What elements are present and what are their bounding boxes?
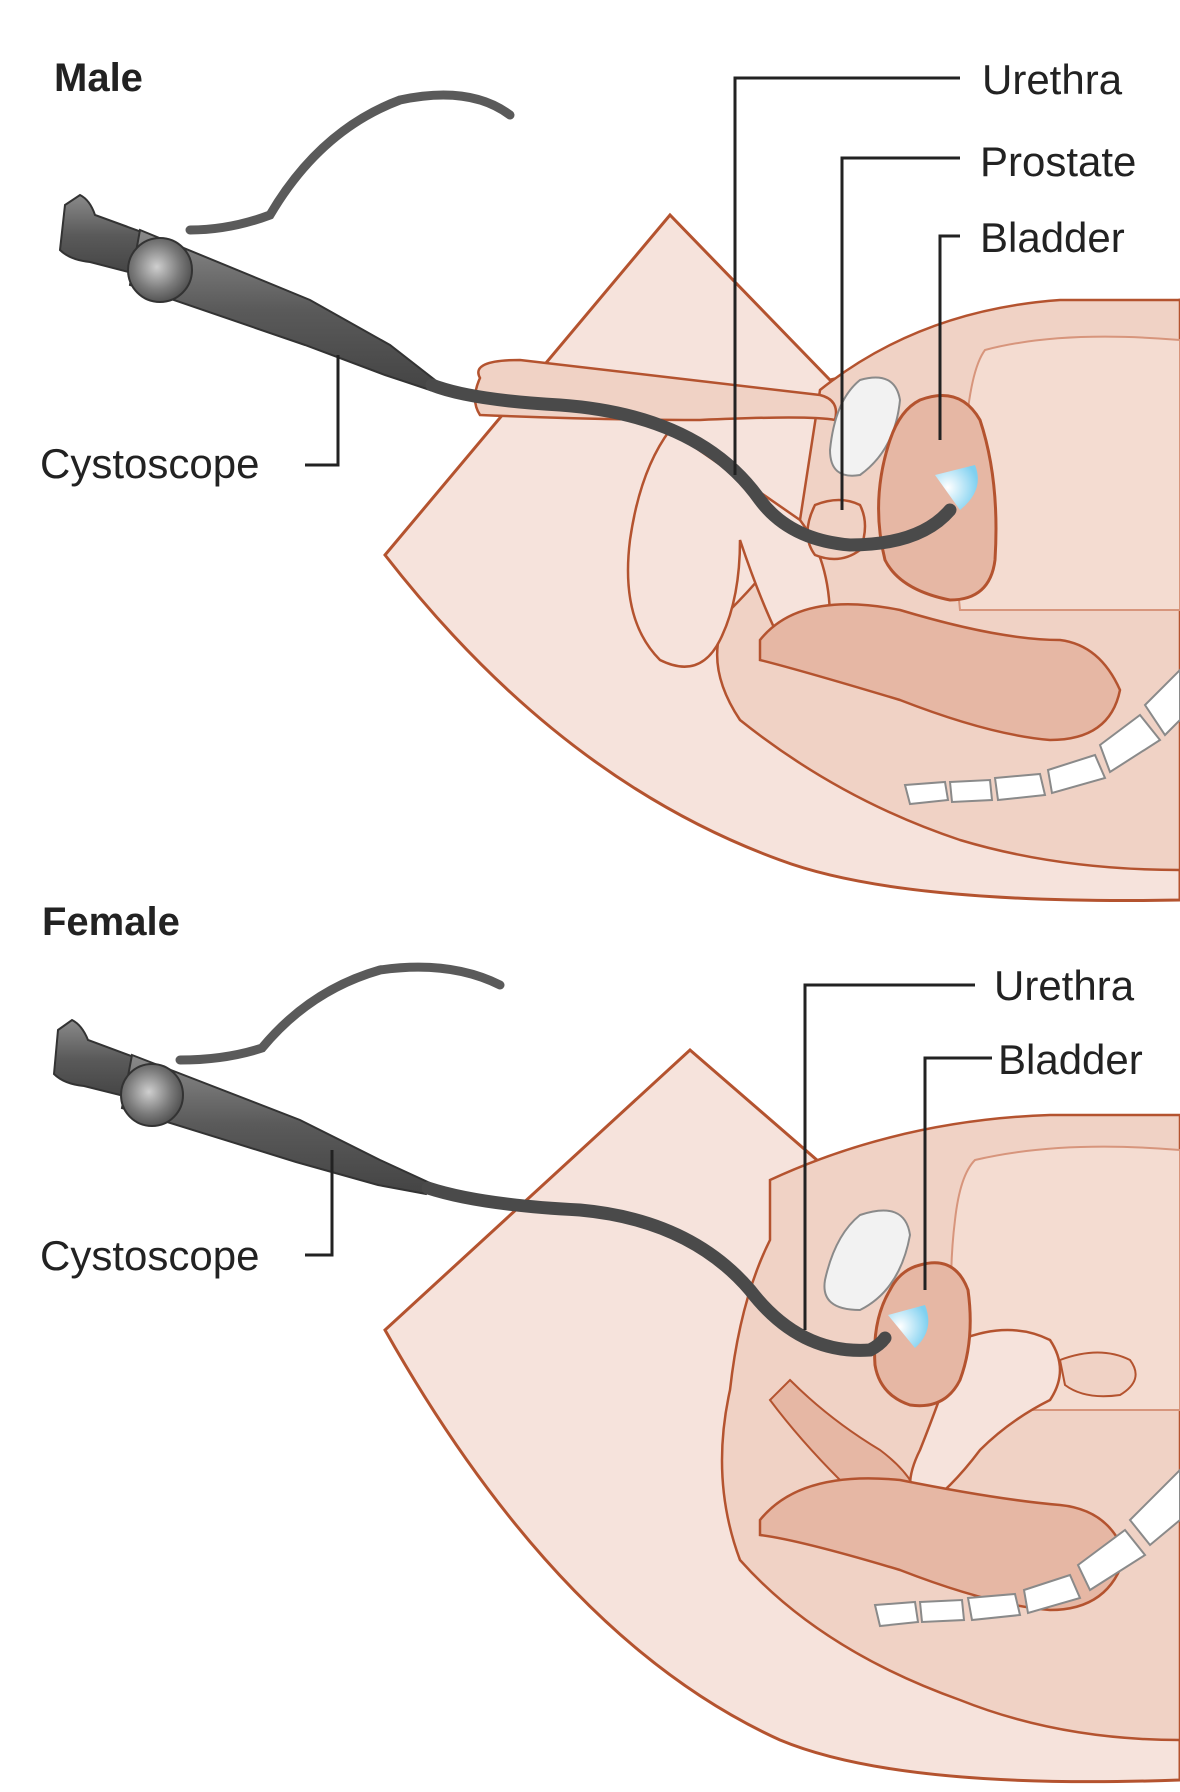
- female-urethra-label: Urethra: [994, 962, 1135, 1009]
- male-prostate-leader: [840, 156, 960, 510]
- female-bladder-leader: [923, 1056, 992, 1290]
- male-urethra-leader: [733, 76, 960, 475]
- female-pubic-bone: [823, 1209, 912, 1312]
- male-prostate-label: Prostate: [980, 138, 1137, 185]
- male-scope-shaft: [425, 378, 957, 552]
- male-anatomy: [383, 212, 1180, 902]
- male-tailbone: [903, 668, 1180, 806]
- male-leader-lines: [305, 76, 960, 510]
- female-urethra-leader: [803, 983, 975, 1330]
- female-tailbone: [873, 1468, 1180, 1628]
- male-cystoscope-leader: [305, 355, 340, 467]
- male-scope-cable: [185, 90, 515, 235]
- female-cystoscope-leader: [305, 1150, 334, 1257]
- female-panel-title: Female: [42, 900, 180, 944]
- female-scope-knob: [120, 1063, 184, 1127]
- male-cystoscope-label: Cystoscope: [40, 440, 260, 487]
- female-uterus: [908, 1328, 1062, 1512]
- female-leader-lines: [305, 983, 992, 1330]
- male-urethra-label: Urethra: [982, 56, 1123, 103]
- male-bladder-label: Bladder: [980, 214, 1125, 261]
- male-bladder: [877, 394, 998, 602]
- female-bladder-label: Bladder: [998, 1036, 1143, 1083]
- male-scope-light: [935, 465, 978, 510]
- male-panel-title: Male: [54, 56, 143, 100]
- male-scope-knob: [127, 237, 193, 303]
- female-anatomy: [383, 1047, 1180, 1784]
- female-cystoscope: [52, 962, 892, 1357]
- female-scope-shaft: [421, 1181, 892, 1357]
- female-scope-light: [888, 1305, 929, 1348]
- male-bladder-leader: [938, 234, 960, 440]
- male-cystoscope: [58, 90, 957, 552]
- male-pubic-bone: [828, 376, 902, 477]
- male-rectum: [758, 603, 1122, 742]
- female-ovary: [1058, 1351, 1137, 1398]
- female-scope-cable: [175, 962, 505, 1065]
- female-cystoscope-label: Cystoscope: [40, 1232, 260, 1279]
